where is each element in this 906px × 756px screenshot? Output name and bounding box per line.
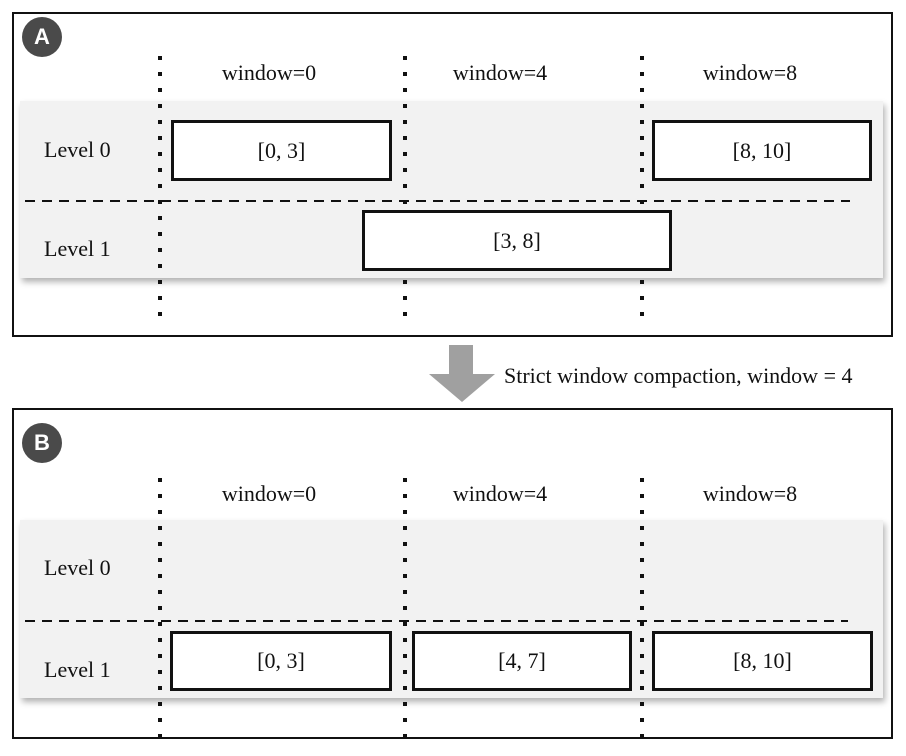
sstable-label: [8, 10]	[733, 648, 792, 673]
sstable-box-b-8-10: [8, 10]	[652, 631, 873, 691]
panel-a: A window=0 window=4 window=8 Level 0 Lev…	[12, 12, 893, 337]
sstable-label: [0, 3]	[257, 648, 305, 673]
down-arrow-icon-head	[429, 374, 495, 402]
panel-a-level-0-label: Level 0	[44, 137, 111, 162]
sstable-box-a-0-3: [0, 3]	[171, 120, 392, 181]
panel-b-header-window-8: window=8	[702, 481, 798, 506]
panel-b-level-1-label: Level 1	[44, 657, 111, 682]
panel-a-header-window-8: window=8	[702, 60, 798, 85]
panel-b-level-divider	[25, 620, 848, 622]
panel-b-badge: B	[22, 423, 62, 463]
sstable-box-a-8-10: [8, 10]	[652, 120, 872, 181]
panel-b-header-window-4: window=4	[452, 481, 548, 506]
sstable-label: [4, 7]	[498, 648, 546, 673]
sstable-label: [8, 10]	[732, 137, 792, 163]
compaction-caption: Strict window compaction, window = 4	[504, 363, 853, 388]
panel-a-badge: A	[22, 17, 62, 57]
panel-b-level-0-label: Level 0	[44, 555, 111, 580]
panel-b: B window=0 window=4 window=8 Level 0 Lev…	[12, 408, 893, 739]
panel-b-header-window-0: window=0	[221, 481, 317, 506]
panel-b-window-boundary-8	[640, 478, 644, 737]
panel-b-window-boundary-0	[158, 478, 162, 737]
panel-a-window-boundary-8	[640, 56, 644, 318]
panel-a-level-divider	[25, 200, 850, 202]
sstable-box-b-4-7: [4, 7]	[412, 631, 632, 691]
panel-a-header-window-0: window=0	[221, 60, 317, 85]
sstable-label: [0, 3]	[257, 137, 306, 163]
sstable-box-a-3-8: [3, 8]	[362, 210, 672, 271]
panel-a-window-boundary-0	[158, 56, 162, 318]
panel-b-window-boundary-4	[403, 478, 407, 737]
down-arrow-icon	[449, 345, 473, 375]
sstable-label: [3, 8]	[493, 227, 541, 253]
panel-a-level-1-label: Level 1	[44, 236, 111, 261]
panel-a-window-boundary-4	[403, 56, 407, 318]
panel-a-header-window-4: window=4	[452, 60, 548, 85]
sstable-box-b-0-3: [0, 3]	[170, 631, 392, 691]
